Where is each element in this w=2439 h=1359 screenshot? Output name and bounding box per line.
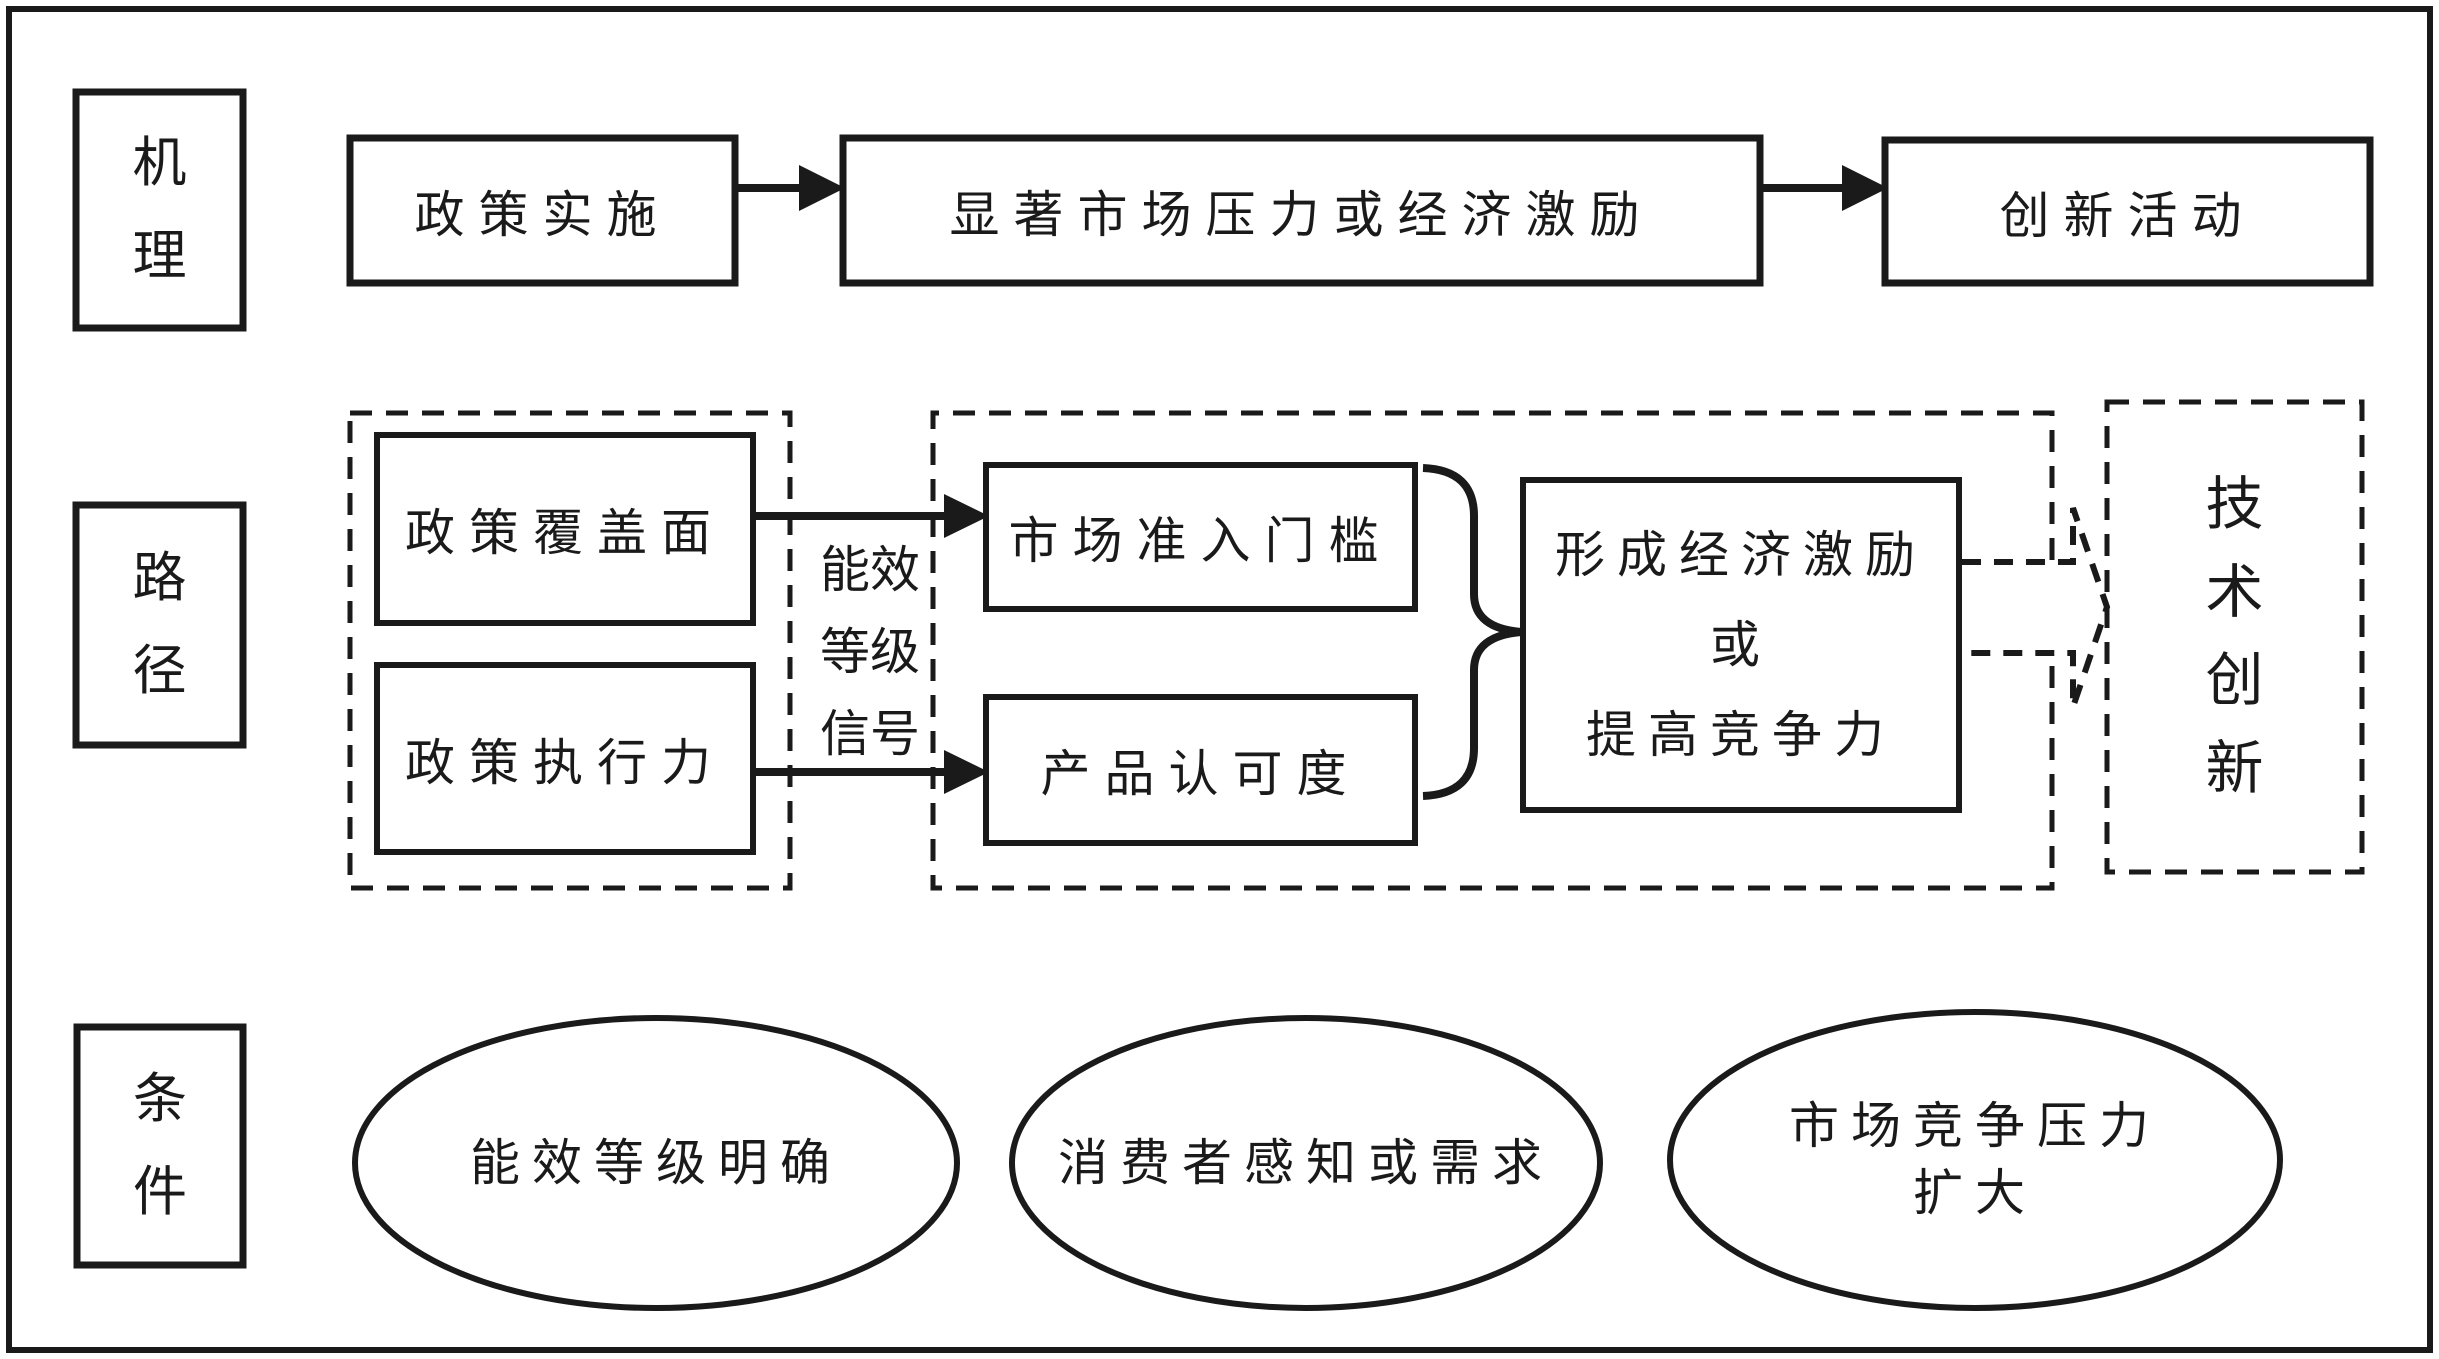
arrow-policy-to-pressure [735,165,845,211]
dashed-block-arrow [1962,507,2111,708]
product-recognition-label: 产品认可度 [1040,746,1361,802]
policy-implementation-label: 政策实施 [414,186,671,243]
path-row-label-text: 路径 [132,548,187,701]
arrow-pressure-to-innovation [1760,165,1888,211]
condition-row-label-text: 条件 [133,1069,187,1222]
policy-enforcement-box [374,662,756,855]
technology-innovation-text: 技术创新 [2205,471,2264,802]
technology-innovation-box [2104,399,2365,875]
consumer-perception-label: 消费者感知或需求 [1058,1134,1554,1191]
clear-efficiency-rating-ellipse [352,1015,960,1311]
policy-enforcement-label: 政策执行力 [405,734,725,791]
policy-coverage-box [374,432,756,626]
policy-implementation-box [346,134,739,287]
path-row-label: 路径 [76,505,243,745]
product-recognition-box [983,694,1418,846]
condition-row-label: 条件 [77,1027,243,1265]
market-entry-threshold-box [983,462,1418,612]
market-pressure-label: 显著市场压力或经济激励 [949,186,1654,243]
market-entry-threshold-label: 市场准入门槛 [1008,513,1393,569]
mechanism-row-label-text: 机理 [132,133,187,286]
efficiency-signal-text: 能效等级信号 [820,542,920,762]
mechanism-row-label: 机理 [76,92,243,328]
innovation-activity-label: 创新活动 [1999,187,2256,244]
mechanism-label-box [72,88,247,332]
brace [1422,464,1522,800]
clear-efficiency-rating-label: 能效等级明确 [470,1134,842,1191]
arrow-enforcement-to-recognition [753,750,989,794]
economic-incentive-label: 形成经济激励 或 提高竞争力 [1555,527,1927,763]
market-mechanism-dashed-container [930,410,2055,891]
economic-incentive-box [1520,477,1962,813]
innovation-activity-box [1881,136,2374,287]
condition-label-box [73,1023,247,1269]
market-competition-label: 市场竞争压力 扩大 [1789,1098,2161,1221]
efficiency-signal-label: 能效等级信号 [793,527,947,777]
policy-signal-dashed-container [347,410,793,891]
market-competition-ellipse [1667,1009,2283,1311]
arrow-coverage-to-entry [753,494,989,538]
policy-coverage-label: 政策覆盖面 [405,505,725,561]
path-label-box [72,501,247,749]
market-pressure-box [839,134,1764,287]
technology-innovation-label: 技术创新 [2107,402,2362,872]
consumer-perception-ellipse [1009,1015,1603,1311]
outer-frame [6,6,2433,1353]
